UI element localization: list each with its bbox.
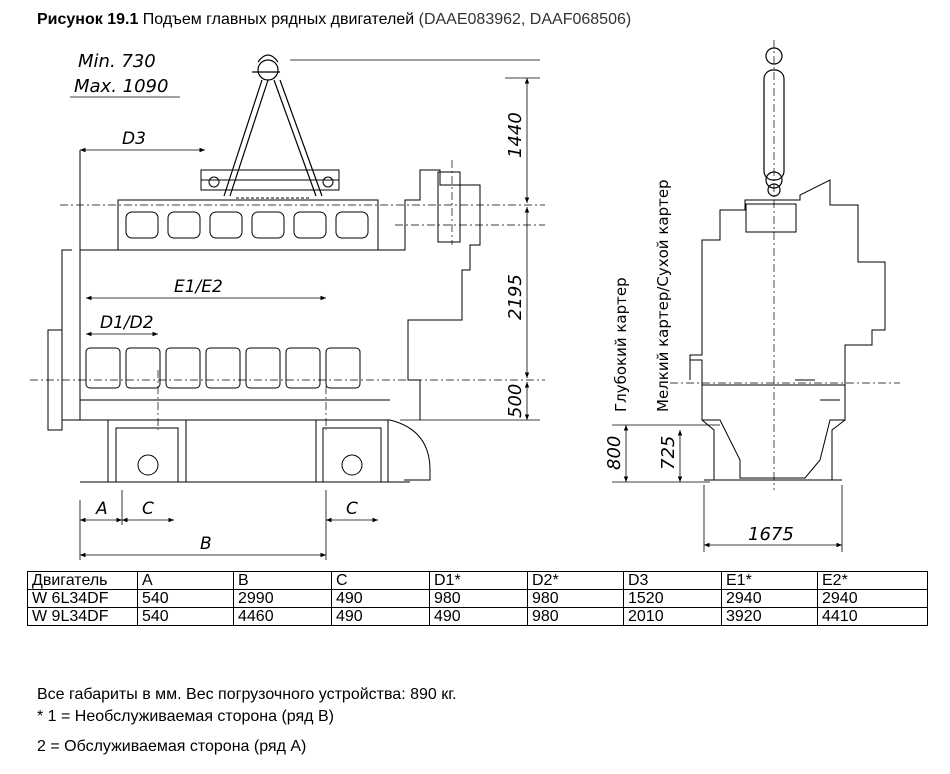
dim-1440-label: 1440 xyxy=(505,112,526,158)
figure-codes: (DAAE083962, DAAF068506) xyxy=(418,11,632,28)
note-side-1: * 1 = Необслуживаемая сторона (ряд B) xyxy=(37,708,334,725)
max-label: Max. 1090 xyxy=(74,76,168,97)
dim-c-label-1: C xyxy=(142,499,154,519)
dim-b-label: B xyxy=(200,534,212,554)
figure-title: Рисунок 19.1 Подъем главных рядных двига… xyxy=(37,11,631,29)
note-units-weight: Все габариты в мм. Вес погрузочного устр… xyxy=(37,686,457,703)
table-cell: W 9L34DF xyxy=(27,607,138,626)
table-cell: 2990 xyxy=(233,589,332,608)
dim-800-label: 800 xyxy=(604,436,625,470)
table-header-cell: E2* xyxy=(817,571,928,590)
table-cell: 540 xyxy=(137,607,234,626)
note-side-2: 2 = Обслуживаемая сторона (ряд A) xyxy=(37,738,307,755)
table-cell: 2940 xyxy=(817,589,928,608)
table-header-cell: B xyxy=(233,571,332,590)
engine-lifting-drawing: Min. 730 Max. 1090 D3 E1/E2 D1/D2 A C C … xyxy=(30,40,900,560)
table-header-cell: A xyxy=(137,571,234,590)
table-row: W 9L34DF 540 4460 490 490 980 2010 3920 … xyxy=(27,607,928,626)
dim-a-label: A xyxy=(95,499,108,519)
center-lines xyxy=(30,160,545,430)
table-header-cell: D3 xyxy=(623,571,722,590)
table-cell: 980 xyxy=(527,589,624,608)
dim-725-label: 725 xyxy=(658,436,679,470)
table-cell: 4410 xyxy=(817,607,928,626)
crankcase-row xyxy=(85,347,361,389)
figure-label: Рисунок 19.1 xyxy=(37,11,139,28)
table-header-cell: D2* xyxy=(527,571,624,590)
table-cell: 490 xyxy=(331,589,430,608)
table-row: W 6L34DF 540 2990 490 980 980 1520 2940 … xyxy=(27,589,928,608)
end-supports xyxy=(701,419,846,481)
figure-title-text: Подъем главных рядных двигателей xyxy=(142,11,415,28)
vertical-dimensions xyxy=(290,59,540,421)
table-header-cell: D1* xyxy=(429,571,528,590)
table-cell: 1520 xyxy=(623,589,722,608)
horizontal-dimensions xyxy=(70,96,378,560)
table-cell: 3920 xyxy=(721,607,818,626)
cylinder-head-row xyxy=(117,199,379,251)
end-engine-outline xyxy=(689,179,886,386)
end-view: 800 725 1675 Глубокий картер Мелкий карт… xyxy=(604,40,900,552)
table-cell: 980 xyxy=(429,589,528,608)
dimensions-table: Двигатель A B C D1* D2* D3 E1* E2* W 6L3… xyxy=(27,571,928,626)
dim-d1d2-label: D1/D2 xyxy=(100,313,154,333)
table-header-cell: E1* xyxy=(721,571,818,590)
dim-d3-label: D3 xyxy=(122,129,146,149)
end-top-cover xyxy=(745,203,797,233)
dim-c-label-2: C xyxy=(346,499,358,519)
lifting-beam xyxy=(200,169,340,199)
dim-e1e2-label: E1/E2 xyxy=(174,277,223,297)
dim-1675-label: 1675 xyxy=(748,524,794,545)
table-cell: W 6L34DF xyxy=(27,589,138,608)
side-view: Min. 730 Max. 1090 D3 E1/E2 D1/D2 A C C … xyxy=(30,51,545,560)
table-header-row: Двигатель A B C D1* D2* D3 E1* E2* xyxy=(27,571,928,590)
table-cell: 2010 xyxy=(623,607,722,626)
table-header-cell: C xyxy=(331,571,430,590)
end-center-lines xyxy=(670,40,900,490)
shallow-dry-sump-label: Мелкий картер/Сухой картер xyxy=(654,179,672,412)
end-sump xyxy=(701,385,846,479)
table-cell: 540 xyxy=(137,589,234,608)
dim-2195-label: 2195 xyxy=(505,274,526,320)
dim-500-label: 500 xyxy=(505,384,526,418)
end-dimensions xyxy=(612,424,843,552)
lifting-hook xyxy=(223,54,323,197)
table-cell: 980 xyxy=(527,607,624,626)
notes: Все габариты в мм. Вес погрузочного устр… xyxy=(37,684,457,758)
table-header-cell: Двигатель xyxy=(27,571,138,590)
table-cell: 4460 xyxy=(233,607,332,626)
table-cell: 2940 xyxy=(721,589,818,608)
deep-sump-label: Глубокий картер xyxy=(612,277,630,412)
table-cell: 490 xyxy=(331,607,430,626)
min-label: Min. 730 xyxy=(78,51,156,72)
table-cell: 490 xyxy=(429,607,528,626)
support-stands xyxy=(80,419,431,483)
